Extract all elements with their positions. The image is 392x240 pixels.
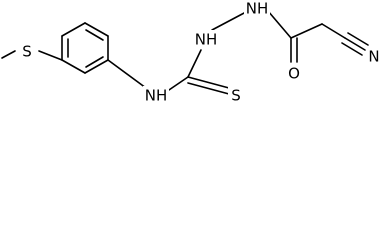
atom-o-carbonyl: O xyxy=(286,64,302,83)
atom-o-carbonyl-label: O xyxy=(288,65,300,83)
structure-diagram: S NH S NH NH O N xyxy=(0,0,392,119)
bond-c-nh1 xyxy=(187,49,202,78)
bond-ring-6 xyxy=(61,59,86,74)
atom-s-thione-label: S xyxy=(231,87,241,105)
atom-n-nitrile-label: N xyxy=(368,48,379,66)
bond-ring-5 xyxy=(84,59,109,74)
molecule-drawing: S NH S NH NH O N xyxy=(1,0,382,105)
bond-ring-2 xyxy=(61,22,86,37)
bond-s-ring xyxy=(38,50,63,61)
bond-nh2-co xyxy=(267,10,292,39)
atom-s-thioether: S xyxy=(19,42,35,61)
bond-nh1-nh2 xyxy=(211,11,247,31)
bond-ch2-cn xyxy=(321,23,346,39)
bond-ring-3 xyxy=(84,22,109,37)
bond-ring-3-inner xyxy=(85,29,104,41)
atom-n-nitrile: N xyxy=(366,47,382,66)
bond-co-ch2 xyxy=(290,23,323,39)
atom-nh-amide: NH xyxy=(143,86,169,105)
bond-methyl-s xyxy=(1,50,16,59)
bond-nh-cs xyxy=(165,76,189,93)
bond-cn-1 xyxy=(344,37,366,51)
atom-nh-hydrazine-1-label: NH xyxy=(195,31,218,49)
atom-nh-hydrazine-1: NH xyxy=(193,30,219,49)
bond-c-s-1 xyxy=(187,76,230,89)
bond-cn-2 xyxy=(347,32,369,46)
atom-nh-hydrazine-2: NH xyxy=(244,0,270,18)
atom-nh-hydrazine-2-label: NH xyxy=(246,0,269,18)
bond-ring-5-inner xyxy=(85,56,104,68)
bond-cn-3 xyxy=(341,42,363,56)
bond-c-s-2 xyxy=(187,82,230,95)
atom-s-thione: S xyxy=(228,86,244,105)
bond-ring-nh xyxy=(107,59,147,89)
atom-s-thioether-label: S xyxy=(22,43,32,61)
atom-nh-amide-label: NH xyxy=(145,87,168,105)
